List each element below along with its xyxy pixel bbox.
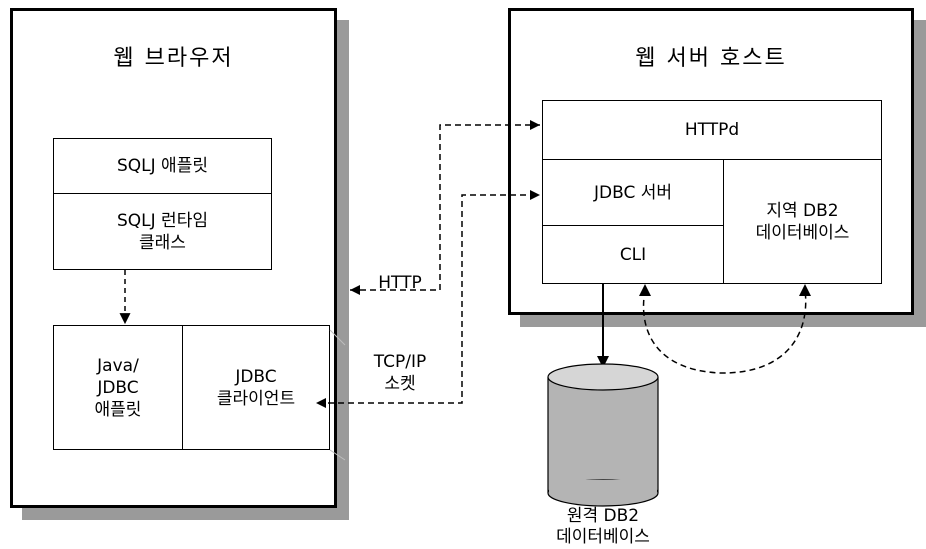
remote-db-cylinder	[547, 363, 659, 507]
jdbc-client-label-2: 클라이언트	[216, 388, 296, 409]
server-title: 웹 서버 호스트	[635, 46, 787, 71]
remote-db2-label-2: 데이터베이스	[556, 527, 650, 547]
local-db2-label-2: 데이터베이스	[755, 222, 850, 243]
tcpip-arrowhead-right	[530, 190, 540, 200]
sqlj-applet-box: SQLJ 애플릿	[53, 138, 272, 194]
browser-title: 웹 브라우저	[113, 46, 234, 71]
jdbc-label: JDBC	[97, 377, 139, 398]
remote-db2-label-1: 원격 DB2	[566, 506, 640, 526]
curve-arrowhead-cli	[639, 284, 651, 296]
http-arrowhead-left	[350, 285, 360, 295]
jdbc-server-label: JDBC 서버	[593, 182, 673, 203]
sqlj-runtime-label-1: SQLJ 런타임	[117, 210, 208, 231]
shadow-line-top	[329, 329, 346, 346]
jdbc-client-label-1: JDBC	[235, 366, 277, 387]
sqlj-runtime-label-2: 클래스	[139, 232, 186, 253]
httpd-label: HTTPd	[684, 120, 740, 140]
java-jdbc-applet-box: Java/ JDBC 애플릿	[53, 325, 183, 450]
httpd-box: HTTPd	[542, 100, 882, 160]
tcpip-label-2: 소켓	[384, 374, 416, 394]
cli-to-remote-db-arrowhead	[597, 356, 609, 368]
http-connection-line	[350, 124, 540, 291]
tcpip-connection-line	[318, 194, 540, 404]
sqlj-applet-label: SQLJ 애플릿	[117, 156, 208, 176]
curve-arrowhead-local-db	[799, 284, 811, 296]
cli-box: CLI	[542, 225, 724, 284]
cli-local-db-curve	[642, 289, 807, 374]
applet-label: 애플릿	[94, 399, 142, 420]
jdbc-client-box: JDBC 클라이언트	[182, 325, 330, 450]
java-label: Java/	[97, 355, 139, 376]
local-db2-box: 지역 DB2 데이터베이스	[723, 159, 882, 284]
local-db2-label-1: 지역 DB2	[766, 200, 839, 221]
shadow-line-bottom	[329, 449, 346, 461]
http-arrowhead-right	[530, 120, 540, 130]
http-label: HTTP	[378, 273, 422, 293]
tcpip-arrowhead-left	[316, 398, 326, 408]
tcpip-label-1: TCP/IP	[373, 352, 427, 372]
sqlj-runtime-box: SQLJ 런타임 클래스	[53, 193, 272, 270]
cli-label: CLI	[619, 244, 647, 265]
